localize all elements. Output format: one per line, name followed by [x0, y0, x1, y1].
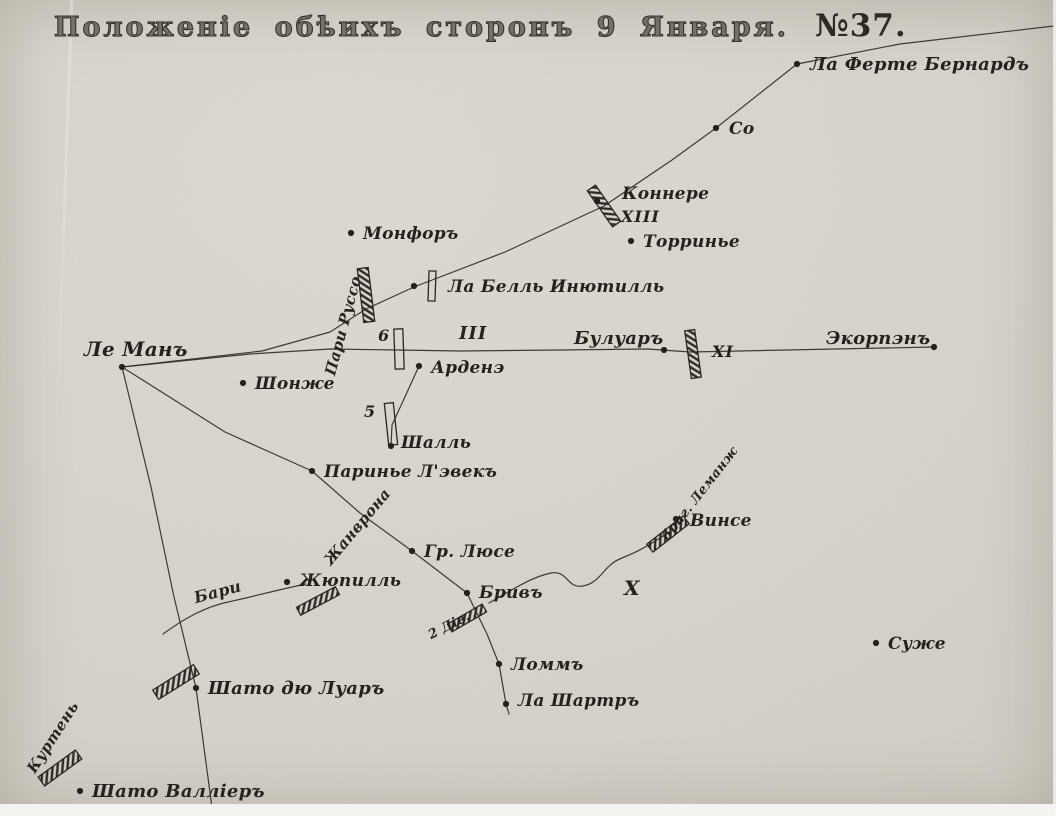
scan-border-bottom: [0, 804, 1056, 816]
scan-border-right: [1053, 0, 1056, 816]
